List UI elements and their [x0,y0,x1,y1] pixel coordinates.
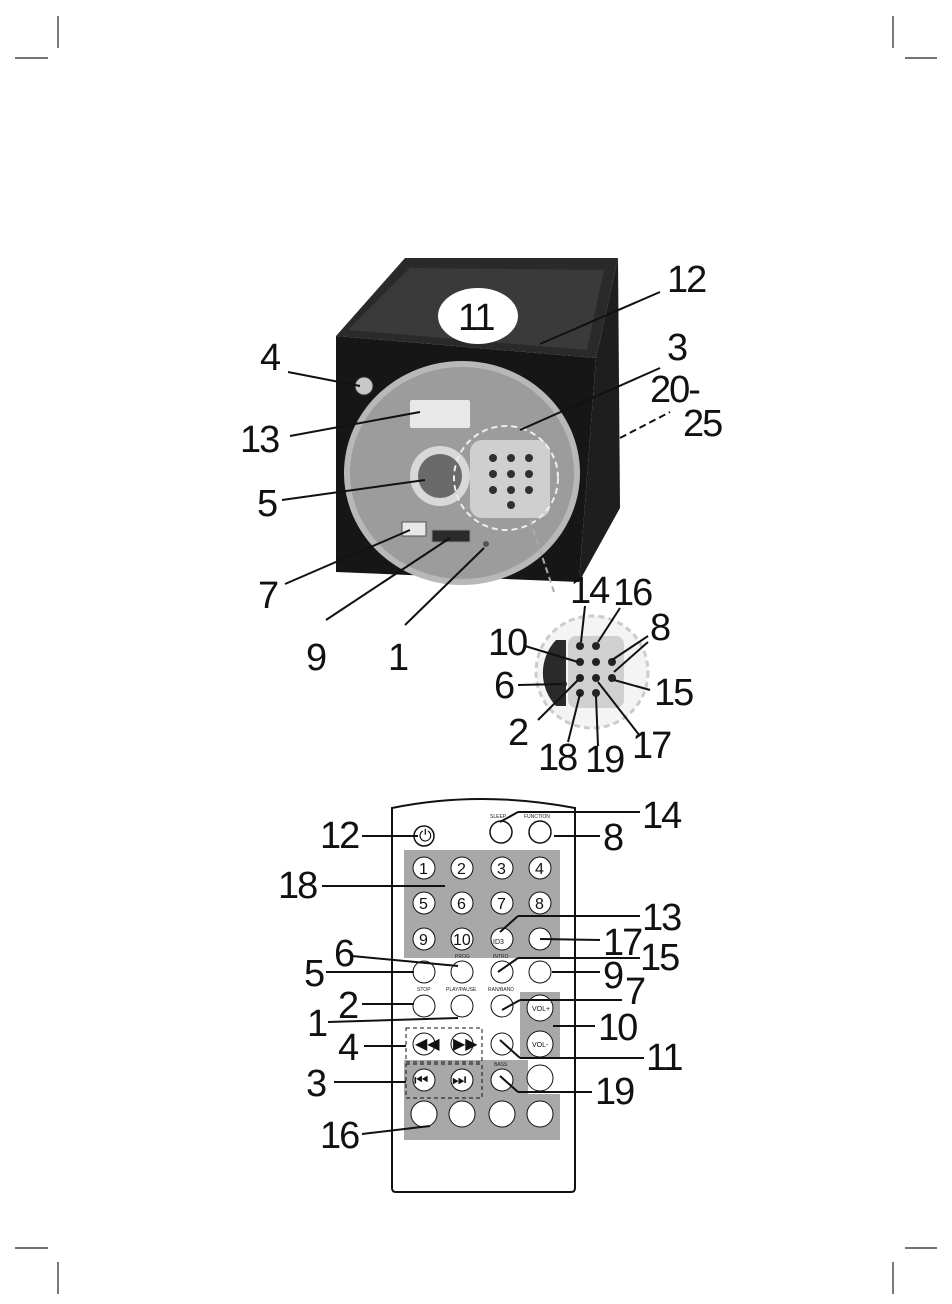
function-button[interactable] [529,821,551,843]
panel-callout-14: 14 [570,570,610,612]
callout-9: 9 [306,637,326,679]
mode-button[interactable] [529,961,551,983]
play-pause-label: PLAY/PAUSE [446,987,477,993]
mute-button[interactable] [491,1033,513,1055]
function-label: FUNCTION [524,814,550,820]
eq-button[interactable] [527,1065,553,1091]
ran-band-label: RAN/BAND [488,987,514,993]
remote-callout-1: 1 [307,1003,327,1045]
remote-callout-11: 11 [646,1037,682,1079]
callout-12: 12 [667,259,706,301]
prog-label: PROG [455,954,470,960]
key-3-label: 3 [497,861,506,878]
panel-callout-19: 19 [585,739,624,781]
panel-callout-15: 15 [654,672,693,714]
vol-minus-label: VOL- [532,1042,549,1049]
card-slot[interactable] [432,530,470,542]
volume-knob-core [418,454,462,498]
remote-callout-9: 9 [603,955,623,997]
remote-callout-3: 3 [306,1063,326,1105]
callout-11: 11 [458,297,494,339]
remote-callout-6: 6 [334,933,354,975]
panel-callout-16: 16 [613,572,652,614]
remote-callout-19: 19 [595,1071,634,1113]
callout-4: 4 [260,337,281,379]
key-1-label: 1 [419,861,428,878]
skip-forward-icon: ⏭ [452,1072,466,1089]
bass-button[interactable] [491,1069,513,1091]
key-6-label: 6 [457,896,466,913]
rewind-icon: ◀◀ [415,1036,440,1053]
power-icon: ⏻ [419,828,432,845]
remote-callout-14: 14 [642,795,682,837]
sleep-button[interactable] [490,821,512,843]
remote-callout-2: 2 [338,985,358,1027]
callout-7: 7 [258,575,278,617]
remote-callout-4: 4 [338,1027,359,1069]
bottom-key-3[interactable] [489,1101,515,1127]
panel-callout-10: 10 [488,622,527,664]
callout-25: 25 [683,403,722,445]
key-10-label: 10 [453,932,471,949]
key-9-label: 9 [419,932,428,949]
callout-3: 3 [667,327,687,369]
remote-callout-15: 15 [640,937,679,979]
panel-callout-6: 6 [494,665,514,707]
key-2-label: 2 [457,861,466,878]
remote-callout-12: 12 [320,815,359,857]
bottom-key-1[interactable] [411,1101,437,1127]
key-5-label: 5 [419,896,428,913]
zoom-panel [536,616,648,728]
remote-callout-13: 13 [642,897,681,939]
remote-callout-16: 16 [320,1115,359,1157]
skip-back-icon: ⏮ [414,1072,428,1089]
lcd-display [410,400,470,428]
usb-port[interactable] [402,522,426,536]
panel-callout-8: 8 [650,607,670,649]
play-pause-button[interactable] [451,995,473,1017]
remote-callout-10: 10 [598,1007,637,1049]
key-4-label: 4 [535,861,544,878]
callout-1: 1 [388,637,408,679]
fast-forward-icon: ▶▶ [453,1036,478,1053]
bottom-key-2[interactable] [449,1101,475,1127]
bottom-key-4[interactable] [527,1101,553,1127]
bass-label: BASS [494,1062,508,1068]
remote-control: ⏻ SLEEP FUNCTION 1 2 3 4 5 6 7 8 9 1 [392,799,575,1192]
callout-5: 5 [257,483,277,525]
callout-13: 13 [240,419,279,461]
stop-label: STOP [417,987,431,993]
key-8-label: 8 [535,896,544,913]
panel-callout-18: 18 [538,737,577,779]
ir-sensor [483,541,489,547]
panel-callout-17: 17 [632,725,671,767]
remote-callout-18: 18 [278,865,317,907]
prog-button[interactable] [451,961,473,983]
key-7-label: 7 [497,896,506,913]
vol-plus-label: VOL+ [532,1006,550,1013]
id3-label: ID3 [493,939,504,946]
stop-button[interactable] [413,995,435,1017]
panel-callout-2: 2 [508,712,528,754]
remote-callout-8: 8 [603,817,623,859]
remote-callout-5: 5 [304,953,324,995]
intro-label: INTRO [493,954,509,960]
